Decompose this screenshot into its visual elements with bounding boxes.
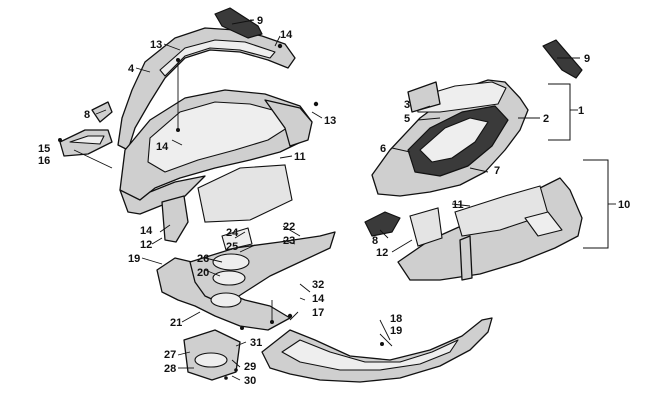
hood-body-part	[119, 89, 313, 215]
side-vent-left	[161, 195, 189, 243]
callout-15: 15	[38, 143, 50, 155]
callout-28: 28	[164, 363, 176, 375]
center-duct-part	[189, 227, 336, 308]
insulation-pad-left	[197, 164, 293, 223]
callout-20: 20	[197, 267, 209, 279]
callout-19-right: 19	[390, 325, 402, 337]
callout-27: 27	[164, 349, 176, 361]
assembly-bracket-15-16	[73, 149, 113, 169]
callout-8-right: 8	[372, 235, 378, 247]
callout-12-right: 12	[376, 247, 388, 259]
right-windshield-part	[542, 39, 583, 79]
callout-11-left: 11	[294, 151, 306, 163]
callout-10: 10	[618, 199, 630, 211]
callout-25: 25	[226, 241, 238, 253]
leader-lines	[95, 19, 580, 381]
callout-17: 17	[312, 307, 324, 319]
callout-31: 31	[250, 337, 262, 349]
callout-23: 23	[283, 235, 295, 247]
callout-14-lower: 14	[312, 293, 325, 305]
right-bracket-part	[407, 81, 441, 113]
callout-13-right: 13	[324, 115, 336, 127]
callout-9-left: 9	[257, 15, 263, 27]
callout-22: 22	[283, 221, 295, 233]
fasteners	[58, 43, 384, 380]
callout-16: 16	[38, 155, 50, 167]
callout-8-left: 8	[84, 109, 90, 121]
callout-32: 32	[312, 279, 324, 291]
callout-1: 1	[578, 105, 584, 117]
callout-12-left: 12	[140, 239, 152, 251]
callout-24: 24	[226, 227, 239, 239]
callout-11-right: 11	[452, 199, 464, 211]
callout-26: 26	[197, 253, 209, 265]
callout-5: 5	[404, 113, 410, 125]
right-side-panel	[397, 177, 583, 281]
callout-3: 3	[404, 99, 410, 111]
callout-labels: 1 2 3 4 5 6 7 8 8 9 9 10 11 11 12 12 13 …	[38, 15, 630, 387]
callout-21: 21	[170, 317, 182, 329]
assembly-bracket-1	[548, 83, 578, 141]
callout-30: 30	[244, 375, 256, 387]
assembly-bracket-10	[583, 159, 616, 249]
callout-14-left: 14	[140, 225, 153, 237]
callout-9-right: 9	[584, 53, 590, 65]
headlight-part	[59, 129, 113, 157]
callout-18: 18	[390, 313, 402, 325]
callout-7: 7	[494, 165, 500, 177]
lower-front-ring	[183, 329, 241, 381]
callout-2: 2	[543, 113, 549, 125]
right-insulation-piece	[409, 207, 443, 247]
callout-14-middle: 14	[156, 141, 169, 153]
callout-29: 29	[244, 361, 256, 373]
callout-4: 4	[128, 63, 135, 75]
callout-6: 6	[380, 143, 386, 155]
callout-14-upper: 14	[280, 29, 293, 41]
callout-13-upper: 13	[150, 39, 162, 51]
belly-pan-part	[261, 317, 493, 383]
callout-19-left: 19	[128, 253, 140, 265]
right-vent-part	[364, 211, 401, 237]
right-hood-part	[371, 79, 529, 197]
